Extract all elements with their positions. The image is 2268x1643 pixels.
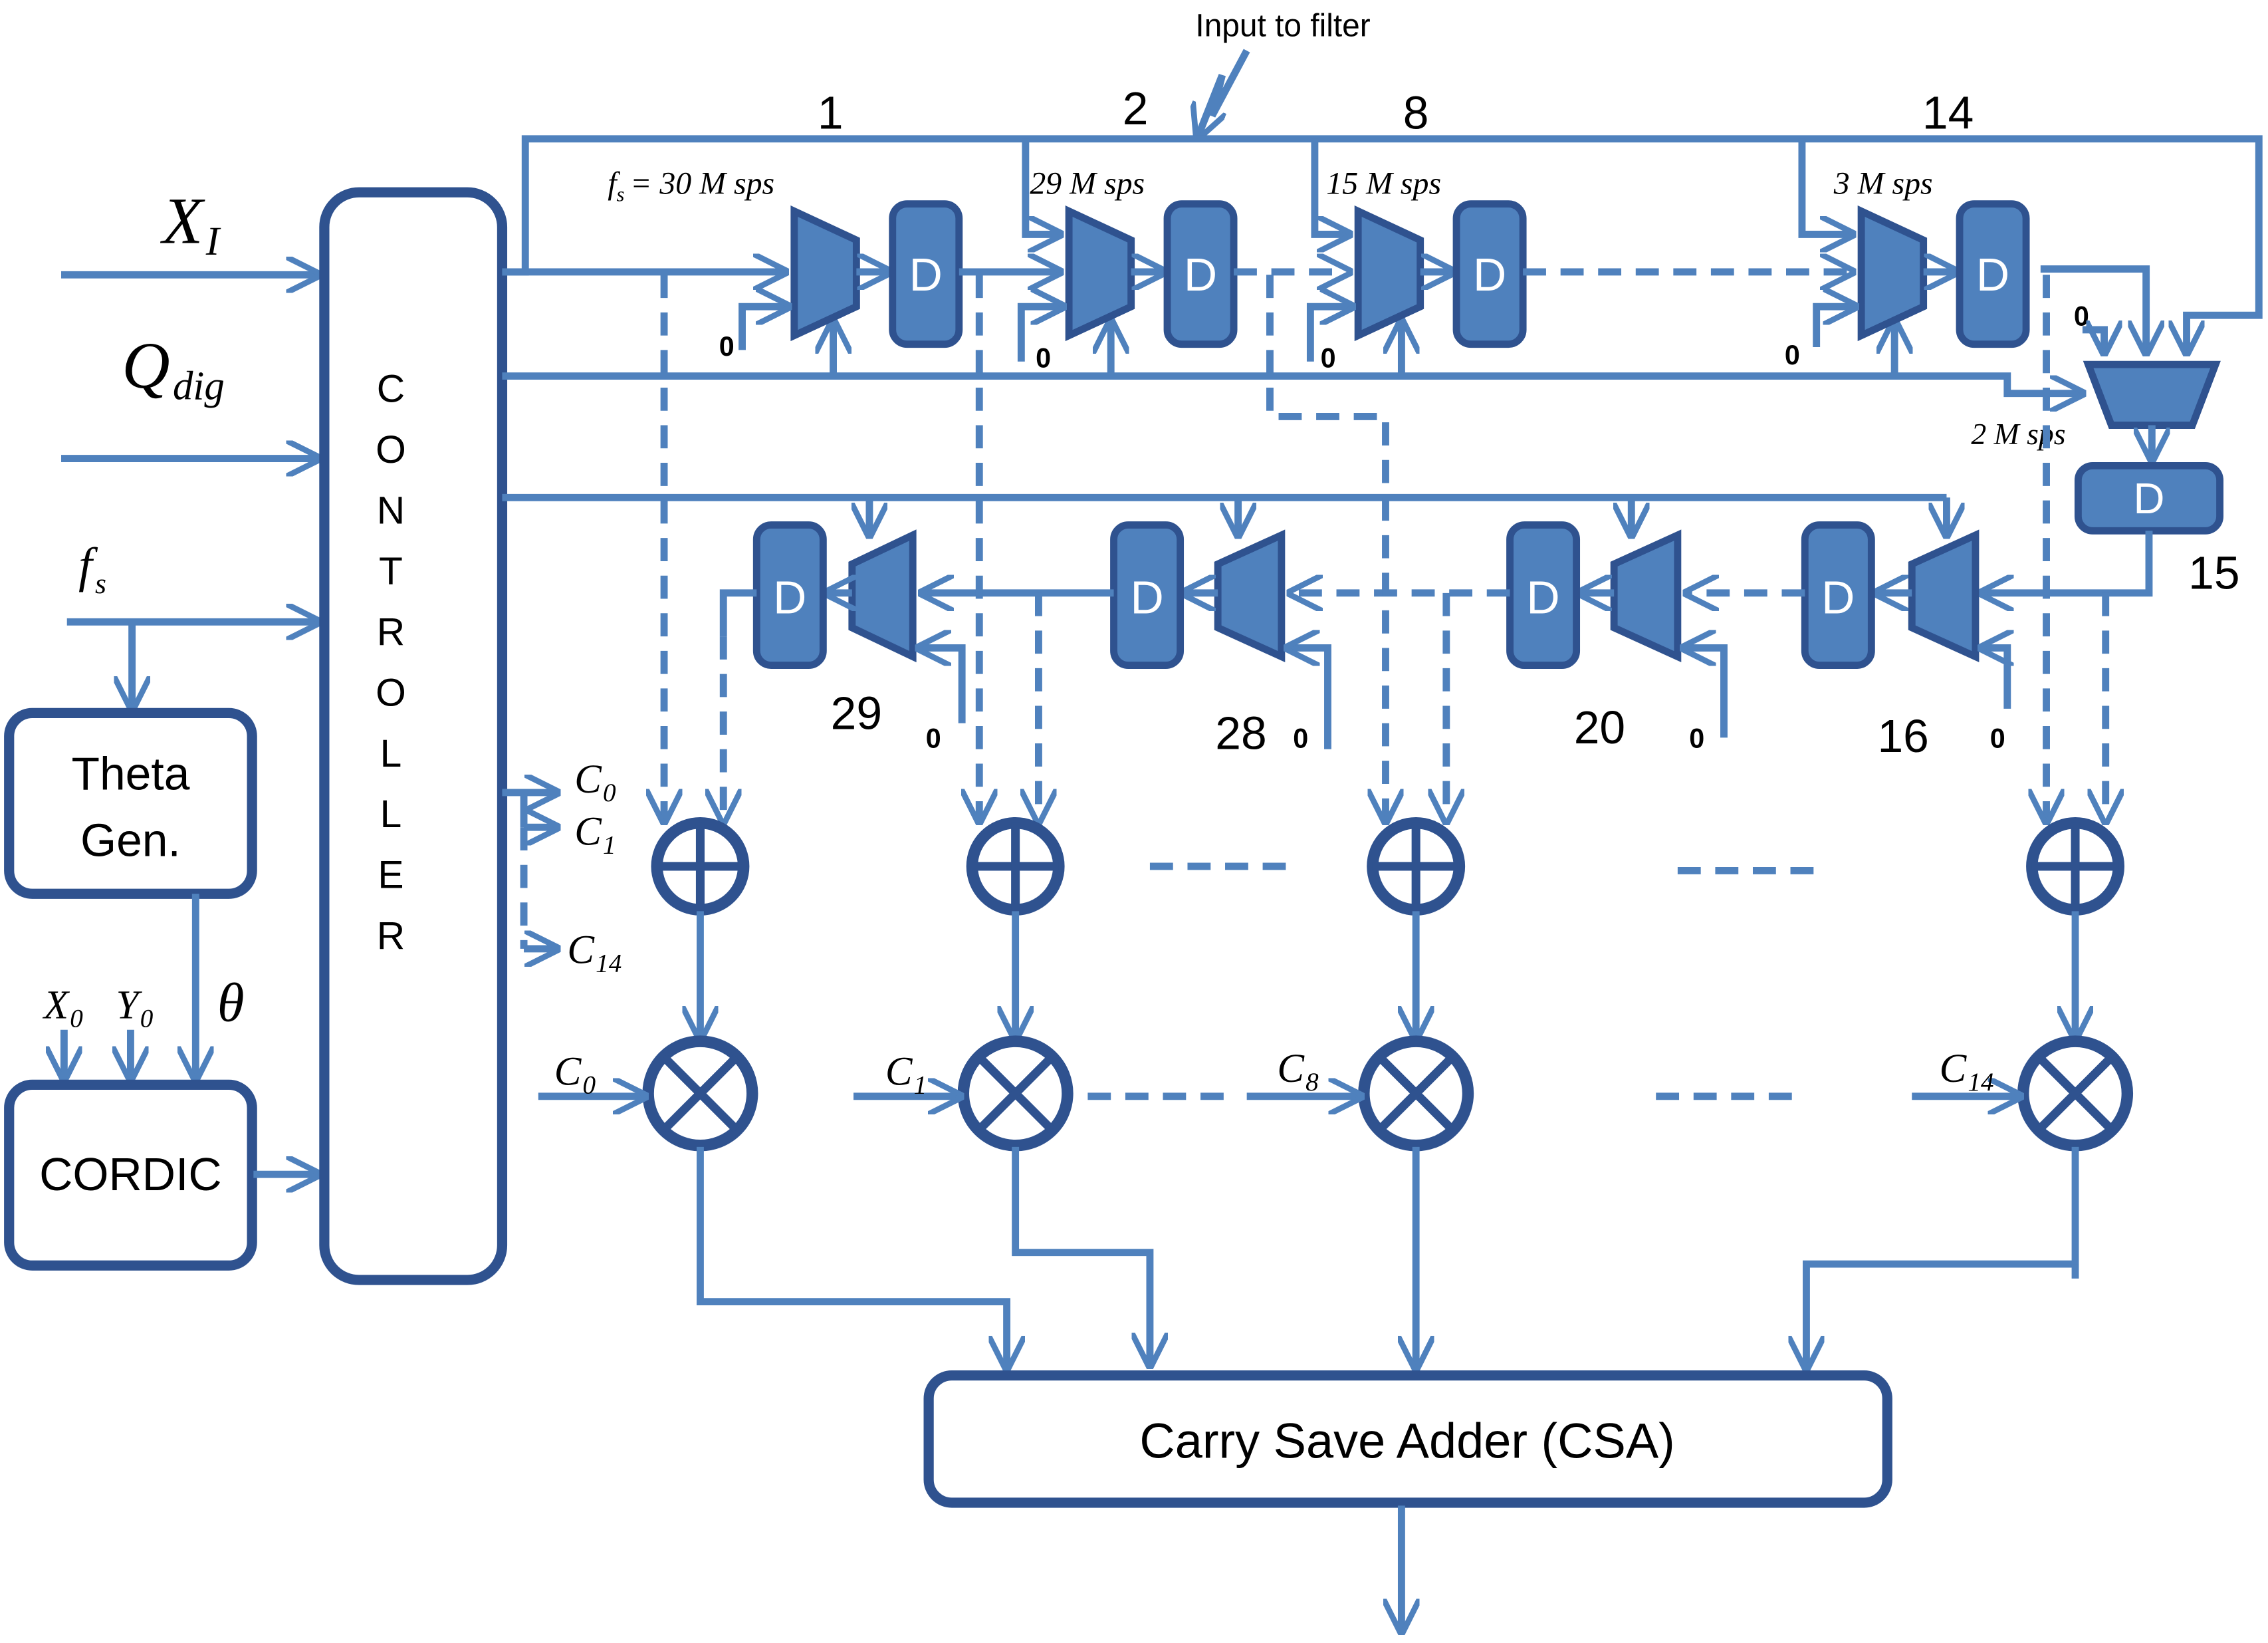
svg-text:L: L [380,793,402,836]
svg-text:D: D [1184,249,1217,301]
tap-lines [664,275,2106,821]
svg-text:Gen.: Gen. [80,815,181,866]
svg-text:D: D [2133,474,2164,523]
svg-text:15: 15 [2188,547,2239,598]
adder-to-mult-links [700,911,2075,1038]
svg-text:T: T [379,550,403,593]
svg-text:C14: C14 [1940,1047,1994,1096]
controller-select-lines [502,321,2082,535]
theta-label: θ [217,972,245,1033]
top-stage-numbers: 1 2 8 14 [818,82,1974,139]
svg-text:O: O [376,428,406,471]
stage-15-turnaround: 0 2 M sps D 15 [1971,301,2240,598]
svg-text:X0: X0 [42,983,83,1033]
svg-text:20: 20 [1574,701,1625,753]
carry-save-adder: Carry Save Adder (CSA) [923,1370,1892,1508]
svg-text:C0: C0 [574,757,616,807]
svg-text:29: 29 [831,687,882,739]
svg-text:E: E [378,854,403,897]
svg-text:R: R [377,914,405,957]
svg-text:R: R [377,610,405,654]
input-to-filter: Input to filter [1195,8,1371,137]
svg-text:28: 28 [1215,707,1266,759]
svg-text:C0: C0 [554,1049,596,1099]
top-stage-rates: fs= 30 M sps 29 M sps 15 M sps 3 M sps [608,166,1932,205]
svg-text:C14: C14 [567,928,622,978]
svg-text:C: C [377,368,405,411]
svg-text:C1: C1 [885,1049,927,1099]
svg-text:fs: fs [78,537,106,599]
svg-text:C8: C8 [1277,1047,1319,1096]
svg-text:1: 1 [818,87,844,139]
svg-text:Y0: Y0 [116,983,154,1033]
svg-text:CORDIC: CORDIC [39,1148,222,1200]
bottom-row-stages: 0 D 16 0 D 20 0 D 28 0 D 29 [719,521,2007,762]
svg-text:0: 0 [926,723,941,754]
svg-text:0: 0 [1321,342,1336,373]
svg-text:0: 0 [1689,723,1704,754]
svg-text:XI: XI [160,184,221,263]
svg-text:D: D [773,571,806,623]
svg-text:3 M sps: 3 M sps [1833,166,1933,201]
svg-text:0: 0 [1293,723,1308,754]
top-row-stages: 0 D 0 D 0 D 0 D [502,200,2146,373]
svg-text:0: 0 [1036,342,1051,373]
svg-text:2: 2 [1123,82,1149,134]
svg-text:Theta: Theta [71,748,189,800]
svg-text:14: 14 [1922,87,1974,139]
svg-text:D: D [1473,249,1506,301]
theta-generator: Theta Gen. [4,707,257,899]
adders [651,817,2124,916]
svg-text:8: 8 [1403,87,1429,139]
svg-text:D: D [1976,249,2009,301]
svg-text:D: D [1130,571,1163,623]
svg-text:0: 0 [2074,301,2089,331]
mult-to-csa-links [697,1146,2079,1368]
controller-block: C O N T R O L L E R [319,187,508,1285]
svg-text:D: D [1821,571,1855,623]
svg-text:D: D [909,249,943,301]
svg-text:15 M sps: 15 M sps [1326,166,1441,201]
svg-text:D: D [1526,571,1559,623]
svg-text:C1: C1 [574,809,616,859]
svg-text:29 M sps: 29 M sps [1030,166,1145,201]
cordic-block: CORDIC [4,1079,257,1271]
svg-text:Carry Save Adder (CSA): Carry Save Adder (CSA) [1139,1414,1674,1469]
svg-text:0: 0 [719,331,735,362]
svg-text:N: N [377,489,405,532]
svg-text:0: 0 [1990,723,2005,754]
svg-text:L: L [380,732,402,775]
svg-text:16: 16 [1877,710,1928,762]
svg-text:O: O [376,671,406,714]
svg-text:fs= 30 M sps: fs= 30 M sps [608,166,774,205]
svg-text:2 M sps: 2 M sps [1971,417,2065,451]
svg-text:Input to filter: Input to filter [1195,8,1370,43]
svg-text:0: 0 [1785,340,1800,370]
